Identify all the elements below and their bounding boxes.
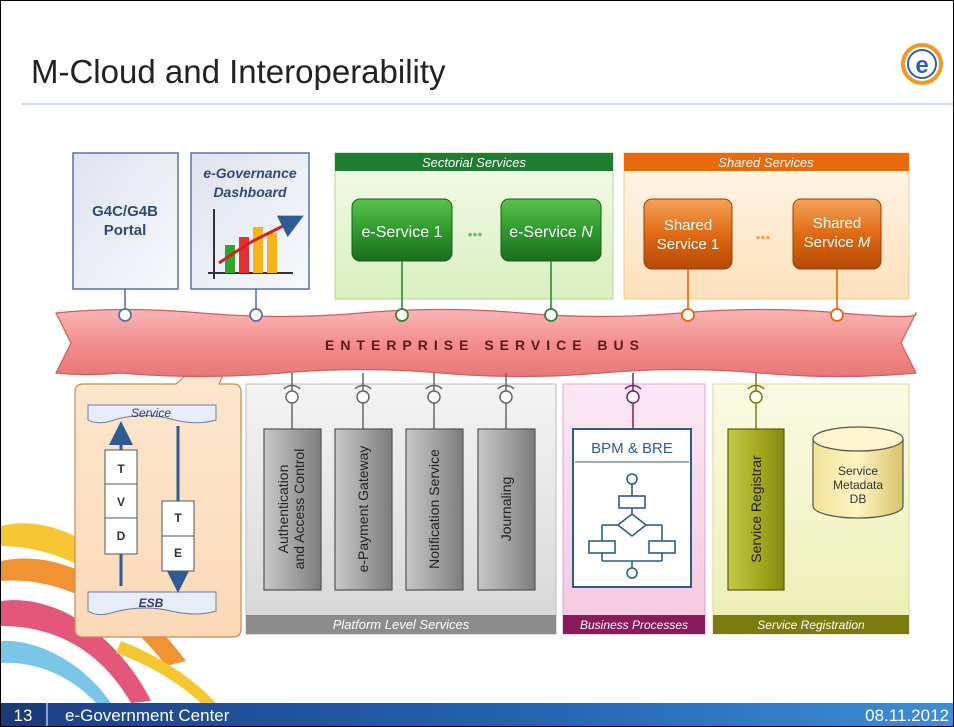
e-service-n-box: e-Service N (500, 198, 602, 262)
svg-text:ESB: ESB (139, 596, 164, 610)
svg-text:Service: Service (838, 464, 878, 478)
callout-right-stack: T E (161, 500, 195, 572)
svg-text:and Access Control: and Access Control (291, 449, 307, 570)
payment-service-column: e-Payment Gateway (334, 428, 393, 591)
svg-text:Shared: Shared (664, 217, 712, 234)
svg-text:V: V (117, 495, 125, 509)
svg-text:Sectorial Services: Sectorial Services (422, 155, 527, 170)
bar-chart-icon (208, 209, 304, 279)
svg-text:T: T (174, 511, 182, 525)
business-processes-panel: Business Processes BPM & BRE (562, 373, 706, 635)
service-registrar-column: Service Registrar (727, 428, 785, 591)
svg-text:Shared: Shared (813, 215, 861, 232)
esb-callout: Service ESB T V D T E (74, 318, 249, 638)
shared-services-panel: Shared Services Shared Service 1 ••• Sha… (623, 152, 910, 300)
svg-text:e-Payment Gateway: e-Payment Gateway (355, 446, 371, 573)
callout-left-stack: T V D (104, 449, 138, 555)
sectorial-services-panel: Sectorial Services e-Service 1 ••• e-Ser… (334, 152, 614, 300)
svg-text:Platform Level Services: Platform Level Services (333, 617, 470, 632)
svg-text:Service Registration: Service Registration (757, 618, 865, 632)
svg-text:Journaling: Journaling (498, 477, 514, 542)
svg-text:E: E (174, 546, 182, 560)
e-logo-icon: e (901, 43, 943, 85)
registration-connector (747, 373, 765, 429)
platform-connectors (283, 373, 515, 429)
shared-service-1-box: Shared Service 1 (643, 198, 733, 270)
svg-text:Notification Service: Notification Service (426, 449, 442, 569)
shared-ellipsis: ••• (756, 229, 771, 245)
business-connector (624, 373, 642, 429)
footer-org: e-Government Center (65, 706, 230, 725)
svg-text:D: D (117, 529, 126, 543)
svg-text:Metadata: Metadata (833, 478, 883, 492)
database-icon: Service Metadata DB (812, 426, 904, 519)
svg-text:Dashboard: Dashboard (213, 184, 287, 200)
svg-text:Shared Services: Shared Services (718, 155, 814, 170)
svg-text:DB: DB (850, 492, 867, 506)
auth-service-column: Authentication and Access Control (263, 428, 322, 591)
svg-text:G4C/G4B: G4C/G4B (92, 203, 158, 220)
platform-services-panel: Platform Level Services Authentication a… (245, 373, 557, 635)
svg-text:Service 1: Service 1 (657, 236, 720, 253)
sectorial-ellipsis: ••• (468, 226, 483, 242)
service-registration-panel: Service Registration Service Registrar S… (712, 373, 910, 635)
notification-service-column: Notification Service (405, 428, 464, 591)
e-service-1-box: e-Service 1 (351, 198, 453, 262)
svg-text:e-Service 1: e-Service 1 (362, 224, 443, 241)
connector-icon (118, 308, 844, 322)
svg-text:Service: Service (131, 406, 171, 420)
svg-text:Service Registrar: Service Registrar (748, 455, 764, 563)
enterprise-service-bus: ENTERPRISE SERVICE BUS (55, 308, 917, 378)
shared-service-m-box: Shared Service M (792, 198, 882, 270)
svg-text:Service M: Service M (804, 234, 871, 251)
journaling-service-column: Journaling (477, 428, 536, 591)
svg-text:Business Processes: Business Processes (580, 618, 688, 632)
svg-text:e-Governance: e-Governance (203, 165, 297, 181)
flowchart-icon (588, 473, 676, 579)
svg-text:e-Service N: e-Service N (509, 224, 593, 241)
dashboard-box: e-Governance Dashboard (190, 152, 310, 290)
bpm-label: BPM & BRE (591, 440, 673, 457)
svg-text:Portal: Portal (104, 222, 147, 239)
svg-text:Authentication: Authentication (275, 465, 291, 554)
footer-bar: 13 e-Government Center 08.11.2012 (1, 703, 953, 726)
page-title: M-Cloud and Interoperability (31, 53, 446, 90)
decorative-swoosh (1, 523, 216, 703)
svg-text:ENTERPRISE SERVICE BUS: ENTERPRISE SERVICE BUS (325, 337, 645, 353)
upper-connectors (124, 261, 838, 311)
footer-date: 08.11.2012 (865, 706, 949, 725)
page-number: 13 (14, 706, 33, 725)
portal-box: G4C/G4B Portal (72, 152, 179, 290)
svg-text:T: T (117, 462, 125, 476)
svg-text:e: e (915, 52, 928, 79)
